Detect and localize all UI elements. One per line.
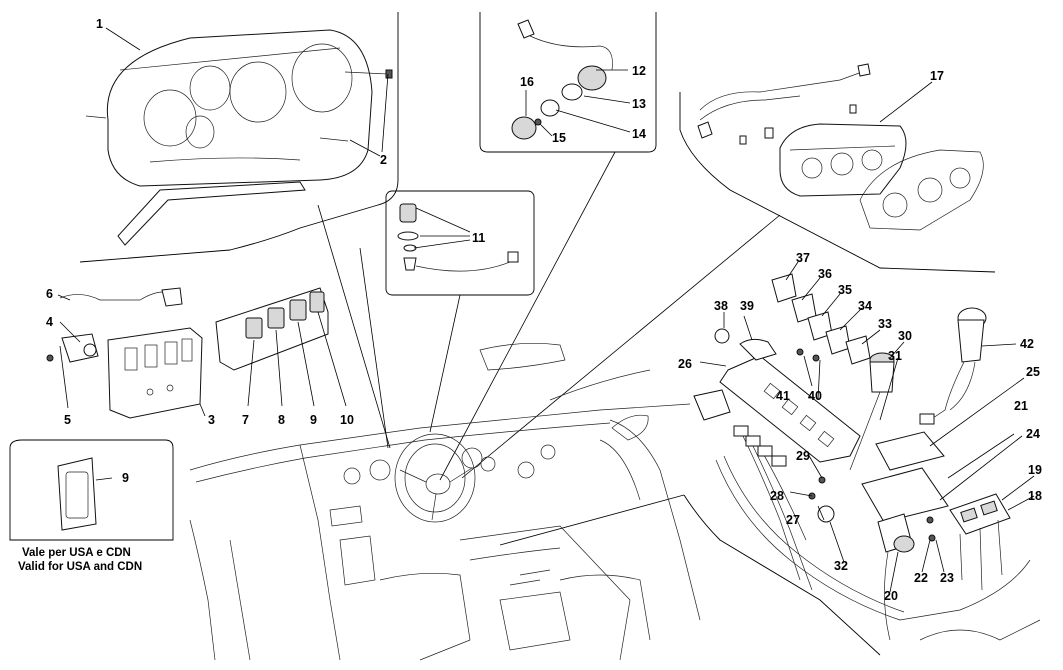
callout-3: 3 [208, 413, 215, 427]
callout-9: 9 [310, 413, 317, 427]
leader-lines [317, 151, 781, 546]
callout-42: 42 [1020, 337, 1034, 351]
callout-20: 20 [884, 589, 898, 603]
callout-36: 36 [818, 267, 832, 281]
round-switch-assembly [511, 19, 613, 140]
callout-12: 12 [632, 64, 646, 78]
callout-5: 5 [64, 413, 71, 427]
callout-1: 1 [96, 17, 103, 31]
callout-23: 23 [940, 571, 954, 585]
inset-callout-9: 9 [122, 471, 129, 485]
callout-32: 32 [834, 559, 848, 573]
center-console-switches [693, 273, 1041, 641]
callout-4: 4 [46, 315, 53, 329]
callout-10: 10 [340, 413, 354, 427]
callout-24: 24 [1026, 427, 1040, 441]
callout-leaders [57, 27, 1035, 593]
callout-6: 6 [46, 287, 53, 301]
callout-15: 15 [552, 131, 566, 145]
climate-control-panel [697, 63, 984, 231]
callout-18: 18 [1028, 489, 1042, 503]
callout-37: 37 [796, 251, 810, 265]
callout-26: 26 [678, 357, 692, 371]
callout-28: 28 [770, 489, 784, 503]
callout-19: 19 [1028, 463, 1042, 477]
callout-30: 30 [898, 329, 912, 343]
callout-27: 27 [786, 513, 800, 527]
callout-41: 41 [776, 389, 790, 403]
left-switch-panel [46, 287, 329, 419]
callout-29: 29 [796, 449, 810, 463]
callout-17: 17 [930, 69, 944, 83]
callout-11: 11 [472, 231, 485, 245]
lighter-assembly [397, 203, 519, 272]
callout-labels: 1 2 3 4 5 6 7 8 9 10 11 12 13 14 15 16 1… [18, 17, 1042, 603]
inset-note-italian: Vale per USA e CDN [22, 547, 131, 559]
callout-16: 16 [520, 75, 534, 89]
inset-note-english: Valid for USA and CDN [18, 561, 142, 573]
callout-25: 25 [1026, 365, 1040, 379]
callout-8: 8 [278, 413, 285, 427]
callout-7: 7 [242, 413, 249, 427]
callout-40: 40 [808, 389, 822, 403]
instrument-cluster [85, 29, 393, 246]
callout-31: 31 [888, 349, 902, 363]
callout-14: 14 [632, 127, 646, 141]
callout-13: 13 [632, 97, 646, 111]
car-interior-illustration [189, 343, 701, 661]
callout-34: 34 [858, 299, 872, 313]
callout-38: 38 [714, 299, 728, 313]
callout-39: 39 [740, 299, 754, 313]
callout-35: 35 [838, 283, 852, 297]
callout-2: 2 [380, 153, 387, 167]
callout-21: 21 [1014, 399, 1028, 413]
section-frames [9, 12, 996, 656]
callout-33: 33 [878, 317, 892, 331]
inset-usa-switch [57, 457, 113, 531]
callout-22: 22 [914, 571, 928, 585]
